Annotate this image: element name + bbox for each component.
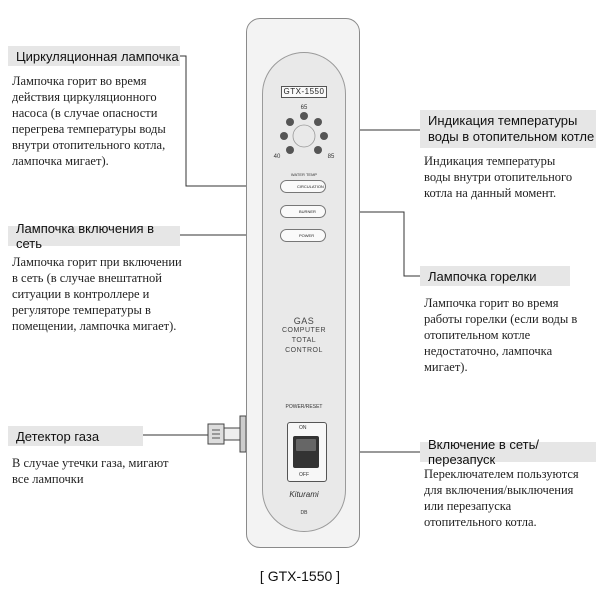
temp-led-6 xyxy=(280,132,288,140)
switch-rocker-highlight xyxy=(296,439,316,451)
temp-led-1 xyxy=(300,112,308,120)
power-reset-desc: Переключателем пользуются для включения/… xyxy=(424,467,579,529)
power-reset-label: Включение в сеть/перезапуск xyxy=(420,437,596,467)
power-reset-caption: POWER/RESET xyxy=(285,404,323,410)
temp-led-5 xyxy=(286,146,294,154)
gas-detector-desc: В случае утечки газа, мигают все лампочк… xyxy=(12,456,169,486)
circulation-lamp-desc: Лампочка горит во время действия циркуля… xyxy=(12,74,166,168)
dial-label-right: 85 xyxy=(328,154,335,160)
bottom-mark: DB xyxy=(300,510,308,516)
switch-on-label: ON xyxy=(299,425,307,431)
power-lamp-desc: Лампочка горит при включении в сеть (в с… xyxy=(12,255,182,333)
gas-detector-sensor xyxy=(207,415,247,453)
gas-line-total: TOTAL xyxy=(291,337,317,344)
power-lamp-label: Лампочка включения в сеть xyxy=(8,221,180,251)
water-temp-dial: 65 40 85 xyxy=(274,105,335,160)
circulation-lamp-label: Циркуляционная лампочка xyxy=(8,46,180,66)
switch-off-label: OFF xyxy=(299,472,309,478)
gas-title: GAS xyxy=(293,316,315,326)
figure-caption: [ GTX-1550 ] xyxy=(259,568,341,584)
gas-line-control: CONTROL xyxy=(285,347,323,354)
dial-caption: WATER TEMP xyxy=(290,172,318,177)
temp-led-3 xyxy=(320,132,328,140)
circulation-leader xyxy=(180,55,283,187)
burner-leader xyxy=(325,211,420,277)
dial-label-left: 40 xyxy=(274,154,281,160)
burner-lamp: BURNER xyxy=(280,205,326,218)
temp-indicator-label: Индикация температуры воды в отопительно… xyxy=(420,110,596,148)
gas-detector-label: Детектор газа xyxy=(8,426,143,446)
model-label: GTX-1550 xyxy=(281,86,327,98)
burner-lamp-label: Лампочка горелки xyxy=(420,266,570,286)
circulation-lamp: CIRCULATION xyxy=(280,180,326,193)
temp-led-7 xyxy=(286,118,294,126)
gas-line-computer: COMPUTER xyxy=(281,327,327,334)
dial-label-top: 65 xyxy=(301,105,308,111)
burner-lamp-desc: Лампочка горит во время работы горелки (… xyxy=(424,296,578,374)
temp-led-4 xyxy=(314,146,322,154)
power-lamp: POWER xyxy=(280,229,326,242)
brand-logo: Kiturami xyxy=(289,490,319,499)
temp-led-2 xyxy=(314,118,322,126)
temp-indicator-desc: Индикация температуры воды внутри отопит… xyxy=(424,154,573,200)
